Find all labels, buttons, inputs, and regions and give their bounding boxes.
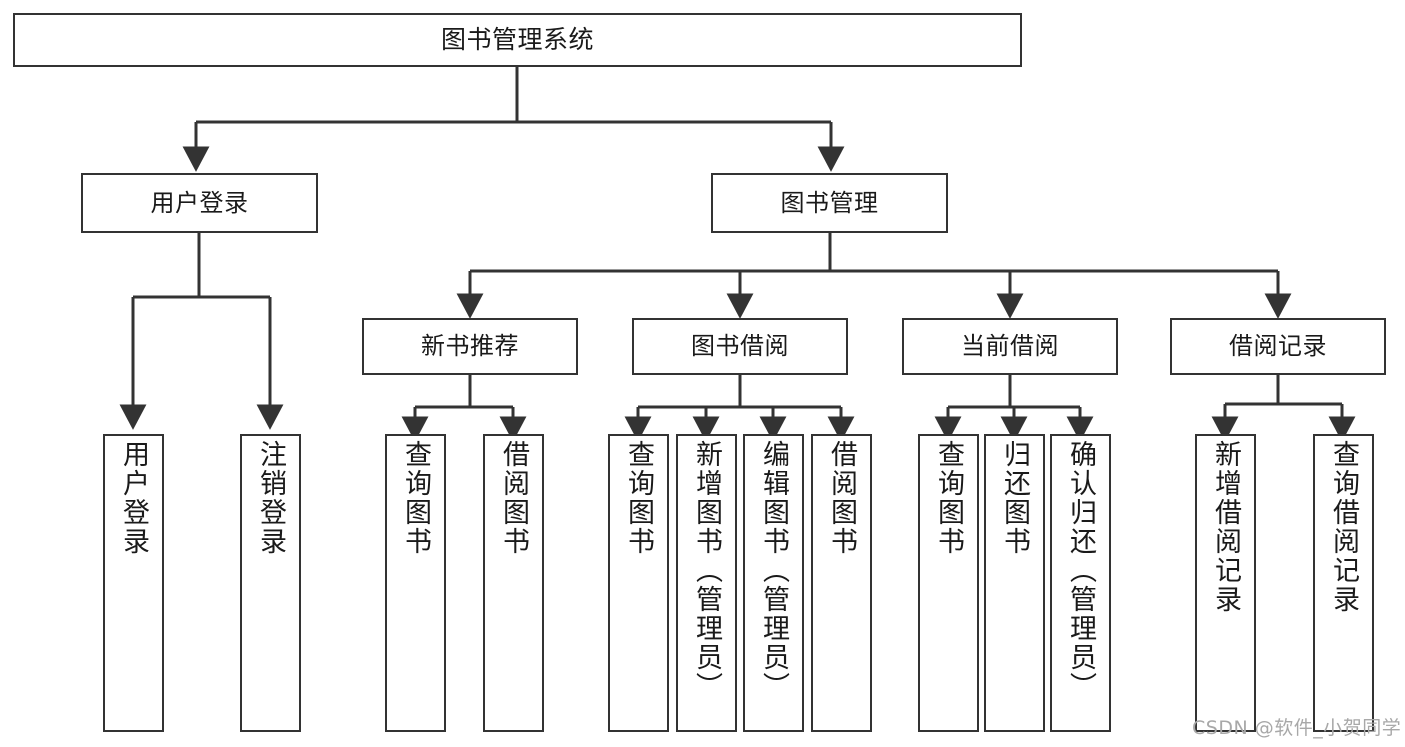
- node-book-borrow[interactable]: 图书借阅: [632, 318, 848, 375]
- node-label: 查询借阅记录: [1328, 440, 1359, 614]
- leaf-borrow-book-recommend[interactable]: 借阅图书: [483, 434, 544, 732]
- node-label: 归还图书: [999, 440, 1030, 556]
- node-label: 图书管理: [780, 188, 879, 217]
- leaf-logout-login[interactable]: 注销登录: [240, 434, 301, 732]
- node-current-borrow[interactable]: 当前借阅: [902, 318, 1118, 375]
- node-root-book-management-system[interactable]: 图书管理系统: [13, 13, 1022, 67]
- leaf-user-login[interactable]: 用户登录: [103, 434, 164, 732]
- node-label: 用户登录: [118, 440, 149, 556]
- csdn-watermark: CSDN @软件_小贺同学: [1192, 717, 1402, 739]
- leaf-confirm-return-admin[interactable]: 确认归还（管理员）: [1050, 434, 1111, 732]
- node-label: 用户登录: [150, 188, 249, 217]
- node-label: 新增借阅记录: [1210, 440, 1241, 614]
- leaf-query-borrow-record[interactable]: 查询借阅记录: [1313, 434, 1374, 732]
- node-label: 注销登录: [255, 440, 286, 556]
- node-label: 当前借阅: [961, 332, 1059, 361]
- node-label: 图书借阅: [691, 332, 789, 361]
- node-new-book-recommend[interactable]: 新书推荐: [362, 318, 578, 375]
- leaf-add-book-admin[interactable]: 新增图书（管理员）: [676, 434, 737, 732]
- leaf-query-book-recommend[interactable]: 查询图书: [385, 434, 446, 732]
- node-label: 图书管理系统: [440, 25, 594, 55]
- leaf-query-book-current[interactable]: 查询图书: [918, 434, 979, 732]
- node-book-management[interactable]: 图书管理: [711, 173, 948, 233]
- leaf-return-book[interactable]: 归还图书: [984, 434, 1045, 732]
- node-user-login[interactable]: 用户登录: [81, 173, 318, 233]
- node-label: 新增图书（管理员）: [691, 440, 722, 701]
- node-borrow-record[interactable]: 借阅记录: [1170, 318, 1386, 375]
- node-label: 确认归还（管理员）: [1065, 440, 1096, 701]
- node-label: 新书推荐: [421, 332, 519, 361]
- node-label: 借阅图书: [826, 440, 857, 556]
- leaf-edit-book-admin[interactable]: 编辑图书（管理员）: [743, 434, 804, 732]
- node-label: 查询图书: [623, 440, 654, 556]
- node-label: 借阅图书: [498, 440, 529, 556]
- node-label: 查询图书: [933, 440, 964, 556]
- leaf-borrow-book[interactable]: 借阅图书: [811, 434, 872, 732]
- node-label: 编辑图书（管理员）: [758, 440, 789, 701]
- leaf-query-book-borrow[interactable]: 查询图书: [608, 434, 669, 732]
- node-label: 借阅记录: [1229, 332, 1327, 361]
- node-label: 查询图书: [400, 440, 431, 556]
- leaf-add-borrow-record[interactable]: 新增借阅记录: [1195, 434, 1256, 732]
